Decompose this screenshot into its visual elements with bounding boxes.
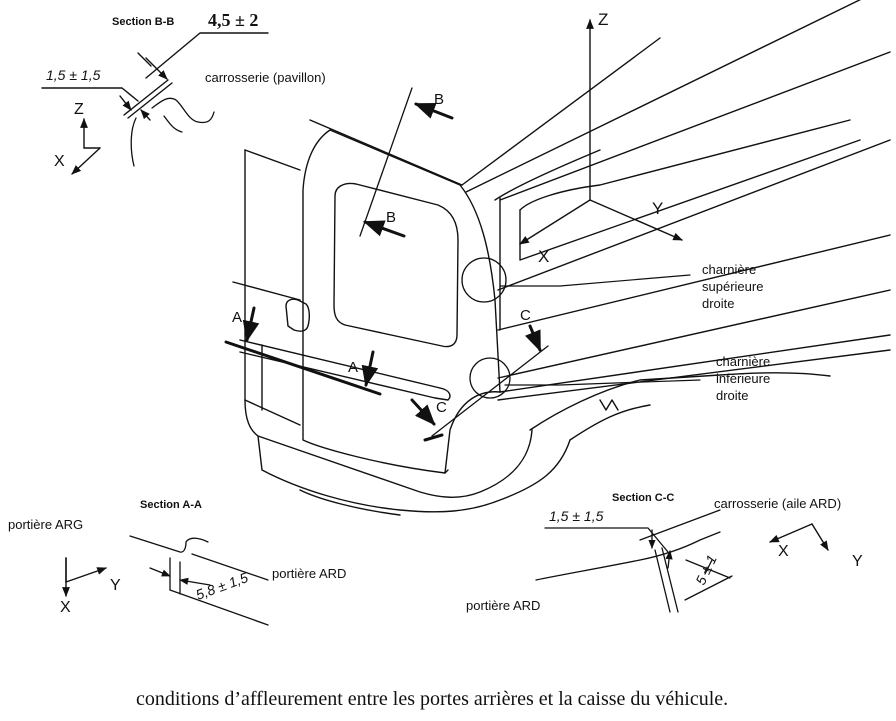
- lower-hinge-label-line-2: inférieure: [716, 371, 770, 386]
- section-cc: Section C-C 1,5 ± 1,5 carrosserie (aile …: [466, 492, 863, 613]
- vehicle-axis-x: X: [538, 247, 549, 266]
- lower-hinge-label-line-1: charnière: [716, 354, 770, 369]
- section-aa-dimension: 5,8 ± 1,5: [194, 569, 251, 603]
- upper-hinge-label-line-3: droite: [702, 296, 735, 311]
- figure-caption: conditions d’affleurement entre les port…: [136, 688, 728, 710]
- section-bb-axis-z: Z: [74, 101, 84, 118]
- section-cc-top-dimension: 1,5 ± 1,5: [549, 508, 604, 524]
- section-a-cutline: [224, 306, 382, 396]
- section-cc-side-dimension: 5 ± 1: [692, 552, 720, 587]
- section-cc-title: Section C-C: [612, 492, 674, 504]
- marker-b-window: B: [386, 209, 396, 226]
- vehicle-rear-view: Z Y X B B A A C C: [224, 0, 891, 516]
- section-cc-axis-x: X: [778, 543, 789, 560]
- section-bb: Section B-B 4,5 ± 2 1,5 ± 1,5 carrosseri…: [41, 10, 326, 175]
- hinge-leader-lines: [499, 274, 701, 386]
- vehicle-axis-y: Y: [652, 199, 663, 218]
- marker-b-top: B: [434, 91, 444, 108]
- upper-hinge-label: charnière supérieure droite: [702, 262, 763, 311]
- section-aa-title: Section A-A: [140, 499, 202, 511]
- section-aa-right-door-label: portière ARD: [272, 566, 346, 581]
- marker-a-right: A: [348, 359, 358, 376]
- section-cc-profile: [535, 509, 733, 613]
- section-cc-door-label: portière ARD: [466, 598, 540, 613]
- section-cc-axis-y: Y: [852, 553, 863, 570]
- vehicle-axes: [519, 19, 683, 245]
- marker-c-upper: C: [520, 307, 531, 324]
- section-bb-main-dimension: 4,5 ± 2: [208, 10, 258, 30]
- section-aa: Section A-A portière ARG portière ARD 5,…: [8, 499, 346, 626]
- upper-hinge-label-line-2: supérieure: [702, 279, 763, 294]
- section-b-arrows: [363, 102, 454, 238]
- section-aa-axes: [62, 557, 107, 597]
- section-bb-axes: [71, 118, 101, 175]
- section-bb-dimension-lines: [41, 32, 269, 121]
- section-bb-axis-x: X: [54, 153, 65, 170]
- section-bb-secondary-dimension: 1,5 ± 1,5: [46, 67, 101, 83]
- marker-c-lower: C: [436, 399, 447, 416]
- section-b-cutline: [359, 87, 413, 237]
- section-aa-axis-x: X: [60, 599, 71, 616]
- section-bb-title: Section B-B: [112, 16, 174, 28]
- section-aa-axis-y: Y: [110, 577, 121, 594]
- section-c-arrows: [410, 324, 542, 442]
- section-aa-left-door-label: portière ARG: [8, 517, 83, 532]
- lower-hinge-label-line-3: droite: [716, 388, 749, 403]
- upper-hinge-circle: [461, 257, 507, 303]
- section-cc-body-label: carrosserie (aile ARD): [714, 496, 841, 511]
- vehicle-body-outline: [232, 0, 891, 516]
- section-c-cutline: [431, 345, 549, 437]
- section-cc-axes: [769, 523, 829, 551]
- section-aa-profile: [129, 535, 269, 626]
- lower-hinge-label: charnière inférieure droite: [716, 354, 770, 403]
- lower-hinge-circle: [469, 357, 511, 399]
- section-bb-body-label: carrosserie (pavillon): [205, 70, 326, 85]
- upper-hinge-label-line-1: charnière: [702, 262, 756, 277]
- vehicle-axis-z: Z: [598, 10, 608, 29]
- section-bb-roof-profile: [130, 97, 215, 167]
- marker-a-left: A: [232, 309, 242, 326]
